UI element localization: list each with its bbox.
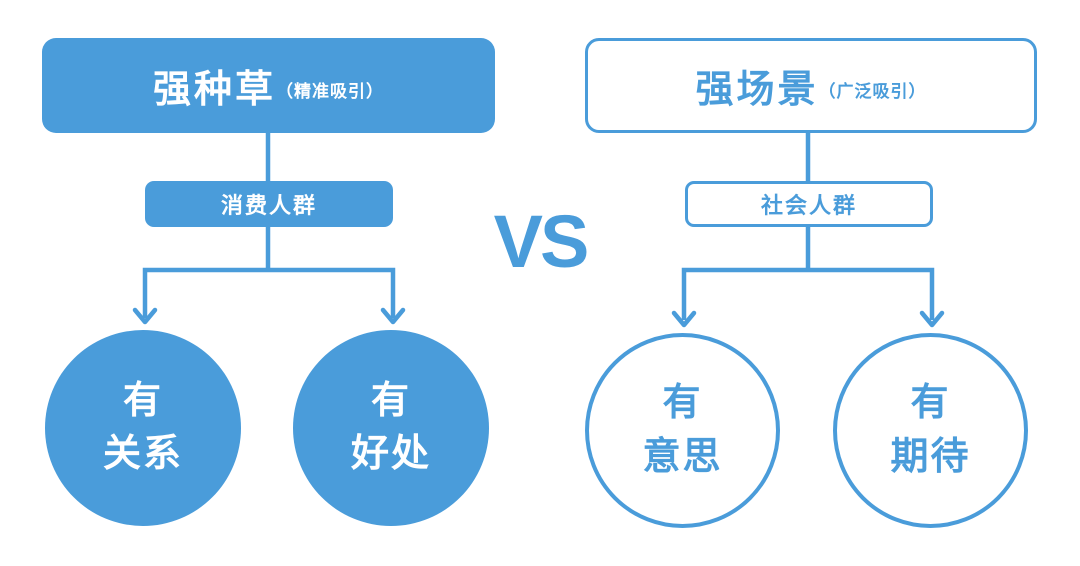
left-top-title: 强种草: [152, 69, 276, 111]
left-circle-1-line2: 关系: [102, 433, 183, 475]
left-mid-box: 消费人群: [145, 181, 393, 227]
left-top-subtitle: （精准吸引）: [276, 82, 384, 101]
arrowhead-right-2-icon: [919, 310, 945, 328]
right-circle-1-line1: 有: [662, 382, 703, 425]
arrowhead-right-1-icon: [671, 310, 697, 328]
right-top-title: 强场景: [695, 69, 819, 111]
left-circle-1-line1: 有: [122, 379, 163, 422]
right-circle-2-line2: 期待: [890, 435, 971, 478]
left-mid-label: 消费人群: [220, 193, 317, 218]
arrowhead-left-1-icon: [132, 307, 158, 325]
left-circle-1: 有 关系: [45, 330, 241, 526]
left-circle-2: 有 好处: [293, 330, 489, 526]
right-top-box: 强场景 （广泛吸引）: [585, 38, 1037, 133]
left-top-box: 强种草 （精准吸引）: [42, 38, 495, 133]
right-mid-box: 社会人群: [685, 181, 933, 227]
right-circle-2: 有 期待: [833, 333, 1028, 528]
right-circle-2-line1: 有: [910, 382, 951, 425]
arrowhead-left-2-icon: [380, 307, 406, 325]
left-circle-2-line1: 有: [370, 379, 411, 422]
connector-left-branch: [142, 225, 396, 318]
vs-label: VS: [493, 200, 590, 283]
right-top-subtitle: （广泛吸引）: [818, 82, 927, 101]
right-circle-1-line2: 意思: [642, 435, 723, 478]
right-mid-label: 社会人群: [760, 193, 857, 218]
right-circle-1: 有 意思: [585, 333, 780, 528]
left-circle-2-line2: 好处: [350, 433, 431, 475]
connector-right-branch: [681, 225, 935, 320]
